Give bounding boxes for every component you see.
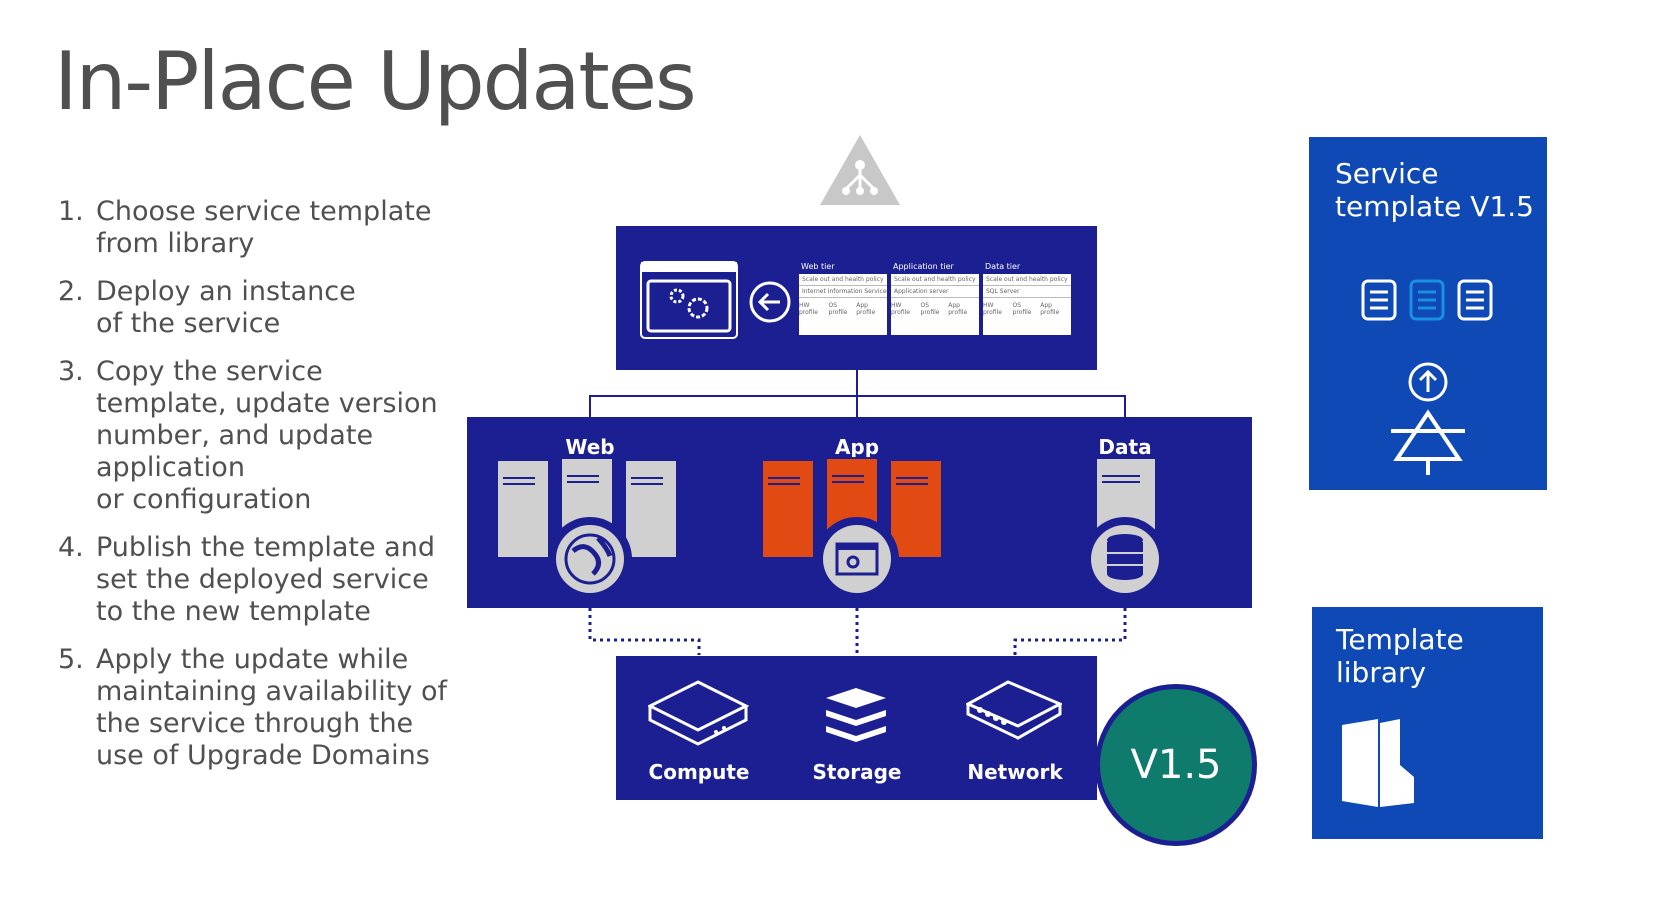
app-profile-label: App profile (856, 302, 876, 316)
step-item: 4. Publish the template and set the deplo… (58, 532, 458, 628)
os-profile-label: OS profile (828, 302, 848, 316)
fabric-label-network: Network (967, 760, 1063, 784)
template-card-role: Internet Information Services (IIS) (799, 286, 887, 298)
fabric-label-compute: Compute (648, 760, 750, 784)
step-text: Publish the template and set the deploye… (96, 532, 435, 627)
service-template-panel: Service template V1.5 (1309, 137, 1547, 490)
web-servers-icon (496, 457, 678, 601)
step-number: 4. (58, 532, 84, 563)
template-card-header: Application tier (891, 260, 979, 274)
page-title: In-Place Updates (54, 35, 697, 128)
template-card-header: Web tier (799, 260, 887, 274)
step-number: 3. (58, 356, 84, 387)
template-library-panel-title: Template library (1336, 623, 1464, 689)
os-profile-label: OS profile (1012, 302, 1032, 316)
step-number: 1. (58, 196, 84, 227)
os-profile-label: OS profile (920, 302, 940, 316)
console-window-icon (640, 261, 738, 339)
upload-arrow-icon (1408, 362, 1448, 402)
template-card-web: Web tier Scale out and health policy Int… (799, 260, 887, 335)
app-profile-label: App profile (948, 302, 968, 316)
app-profile-label: App profile (1040, 302, 1060, 316)
template-card-header: Data tier (983, 260, 1071, 274)
hw-profile-label: HW profile (891, 302, 910, 316)
step-text: Choose service template from library (96, 196, 432, 259)
template-card-policy: Scale out and health policy (891, 274, 979, 286)
step-text: Deploy an instance of the service (96, 276, 356, 339)
step-item: 3. Copy the service template, update vers… (58, 356, 458, 516)
service-template-triangle-icon (820, 135, 900, 205)
template-card-policy: Scale out and health policy (799, 274, 887, 286)
document-stack-icon (1361, 279, 1493, 321)
data-server-icon (1083, 457, 1167, 601)
compute-icon (648, 680, 750, 746)
tier-label-app: App (834, 435, 880, 459)
template-library-panel: Template library (1312, 607, 1543, 839)
template-card-role: Application server (891, 286, 979, 298)
template-card-policy: Scale out and health policy (983, 274, 1071, 286)
version-badge: V1.5 (1095, 684, 1257, 846)
tier-label-web: Web (565, 435, 615, 459)
hw-profile-label: HW profile (799, 302, 818, 316)
service-template-panel-title: Service template V1.5 (1335, 157, 1534, 223)
template-card-role: SQL Server (983, 286, 1071, 298)
network-icon (966, 680, 1062, 740)
step-text: Apply the update while maintaining avail… (96, 644, 447, 771)
folder-icon (1342, 719, 1414, 807)
arrow-left-icon (749, 281, 791, 323)
publish-triangle-icon (1391, 409, 1465, 475)
step-list: 1. Choose service template from library 2… (58, 196, 458, 788)
fabric-label-storage: Storage (812, 760, 902, 784)
app-servers-icon (761, 457, 943, 601)
step-item: 1. Choose service template from library (58, 196, 458, 260)
step-item: 5. Apply the update while maintaining ava… (58, 644, 458, 772)
step-number: 5. (58, 644, 84, 675)
step-text: Copy the service template, update versio… (96, 356, 438, 515)
tier-label-data: Data (1098, 435, 1152, 459)
step-number: 2. (58, 276, 84, 307)
template-card-application: Application tier Scale out and health po… (891, 260, 979, 335)
hw-profile-label: HW profile (983, 302, 1002, 316)
step-item: 2. Deploy an instance of the service (58, 276, 458, 340)
storage-icon (826, 688, 886, 742)
template-card-data: Data tier Scale out and health policy SQ… (983, 260, 1071, 335)
